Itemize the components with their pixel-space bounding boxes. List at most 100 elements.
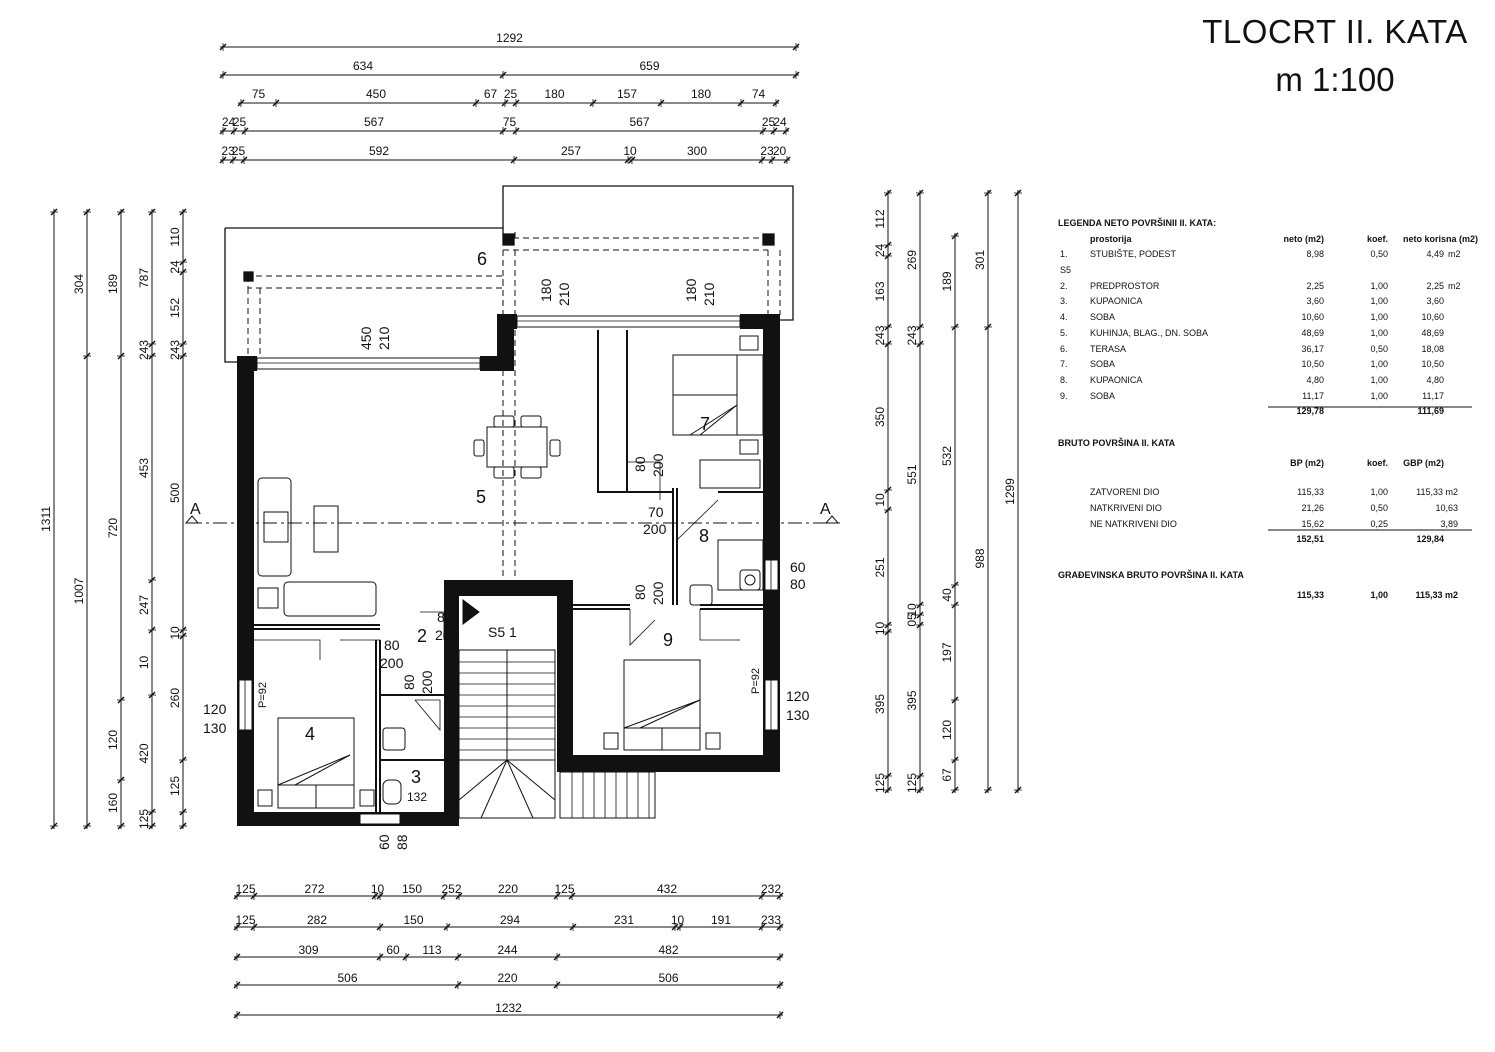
dim-label: 120 bbox=[940, 720, 954, 740]
dim-label: 25 bbox=[232, 144, 246, 158]
dim-label: 482 bbox=[658, 943, 678, 957]
dim-label: 720 bbox=[106, 518, 120, 538]
dim-label: 1299 bbox=[1003, 478, 1017, 505]
dim-label: 243 bbox=[137, 340, 151, 360]
room-6-label: 6 bbox=[477, 249, 487, 269]
dim-label: 10 bbox=[671, 913, 685, 927]
dim-label: 1311 bbox=[39, 506, 53, 532]
svg-text:P=92: P=92 bbox=[750, 668, 762, 694]
dim-label: 180 bbox=[544, 87, 564, 101]
svg-text:210: 210 bbox=[701, 282, 717, 306]
svg-text:210: 210 bbox=[376, 326, 392, 350]
dim-label: 152 bbox=[168, 298, 182, 318]
dim-label: 300 bbox=[687, 144, 707, 158]
legend-header: prostorija neto (m2) koef. neto korisna … bbox=[1090, 233, 1478, 244]
dim-label: 23 bbox=[221, 144, 235, 158]
dim-label: 787 bbox=[137, 268, 151, 288]
dim-label: 120 bbox=[106, 730, 120, 750]
dim-label: 150 bbox=[402, 882, 422, 896]
dim-label: 67 bbox=[940, 768, 954, 782]
dim-label: 272 bbox=[304, 882, 324, 896]
dim-label: 294 bbox=[500, 913, 520, 927]
dim-label: 1007 bbox=[72, 577, 86, 604]
opening-annotations-vertical: 180 210 180 210 450 210 80 200 80 200 80… bbox=[257, 278, 762, 850]
room-3-label: 3 bbox=[411, 767, 421, 787]
dim-label: 25 bbox=[504, 87, 518, 101]
svg-text:200: 200 bbox=[650, 453, 666, 477]
section-label-right: A bbox=[820, 501, 831, 518]
bruto-title: BRUTO POVRŠINA II. KATA bbox=[1058, 437, 1176, 448]
dim-label: 125 bbox=[168, 776, 182, 796]
bruto-header: BP (m2) koef. GBP (m2) bbox=[1290, 457, 1444, 468]
room-2-label: 2 bbox=[417, 626, 427, 646]
svg-text:450: 450 bbox=[358, 326, 374, 350]
room-3-extra: 132 bbox=[407, 790, 427, 804]
dim-label: 659 bbox=[639, 59, 659, 73]
dim-label: 232 bbox=[761, 882, 781, 896]
svg-text:120: 120 bbox=[203, 701, 227, 717]
dim-label: 24 bbox=[873, 244, 887, 258]
dim-label: 269 bbox=[905, 250, 919, 270]
gbp-title: GRAĐEVINSKA BRUTO POVRŠINA II. KATA bbox=[1058, 570, 1244, 581]
room-4-label: 4 bbox=[305, 724, 315, 744]
svg-text:120: 120 bbox=[786, 688, 810, 704]
section-line: A A bbox=[184, 501, 840, 524]
dim-label: 251 bbox=[873, 557, 887, 577]
dim-label: 125 bbox=[137, 809, 151, 829]
svg-text:200: 200 bbox=[380, 655, 404, 671]
dim-label: 634 bbox=[353, 59, 373, 73]
dim-label: 180 bbox=[691, 87, 711, 101]
legend-title: LEGENDA NETO POVRŠINII II. KATA: bbox=[1058, 218, 1217, 228]
dim-label: 301 bbox=[973, 250, 987, 270]
dim-label: 567 bbox=[629, 115, 649, 129]
svg-text:88: 88 bbox=[394, 834, 410, 850]
room-7-label: 7 bbox=[700, 414, 710, 434]
terrace bbox=[224, 185, 794, 600]
dim-label: 567 bbox=[364, 115, 384, 129]
dim-label: 233 bbox=[761, 913, 781, 927]
dim-label: 592 bbox=[369, 144, 389, 158]
dim-label: 67 bbox=[484, 87, 498, 101]
dim-label: 75 bbox=[503, 115, 517, 129]
dim-label: 24 bbox=[773, 115, 787, 129]
dim-label: 252 bbox=[441, 882, 461, 896]
legend-total: 129,78 111,69 bbox=[1296, 406, 1444, 417]
dim-label: 220 bbox=[498, 882, 518, 896]
room-9-label: 9 bbox=[663, 630, 673, 650]
dim-label: 25 bbox=[233, 115, 247, 129]
windows bbox=[238, 315, 779, 825]
dim-label: 988 bbox=[973, 548, 987, 568]
dim-label: 24 bbox=[222, 115, 236, 129]
dim-label: 23 bbox=[760, 144, 774, 158]
dim-label: 10 bbox=[873, 493, 887, 507]
dim-label: 189 bbox=[106, 274, 120, 294]
dim-label: 10 bbox=[623, 144, 637, 158]
svg-text:130: 130 bbox=[203, 720, 227, 736]
svg-text:80: 80 bbox=[437, 609, 453, 625]
dim-label: 20 bbox=[773, 144, 787, 158]
stair-label: S5 1 bbox=[488, 624, 517, 640]
door-swings bbox=[254, 461, 740, 732]
svg-text:80: 80 bbox=[401, 674, 417, 690]
dim-label: 60 bbox=[386, 943, 400, 957]
dim-label: 10 bbox=[873, 622, 887, 636]
dim-label: 432 bbox=[657, 882, 677, 896]
dim-label: 506 bbox=[658, 971, 678, 985]
dim-label: 257 bbox=[561, 144, 581, 158]
bruto-total: 152,51 129,84 bbox=[1296, 534, 1444, 545]
dim-label: 24 bbox=[168, 260, 182, 274]
dim-label: 10 bbox=[371, 882, 385, 896]
section-label-left: A bbox=[190, 501, 201, 518]
dim-label: 506 bbox=[337, 971, 357, 985]
dim-label: 160 bbox=[106, 793, 120, 813]
dim-label: 189 bbox=[940, 271, 954, 291]
dim-label: 112 bbox=[873, 209, 887, 228]
legend-row: S5 bbox=[1060, 265, 1072, 276]
